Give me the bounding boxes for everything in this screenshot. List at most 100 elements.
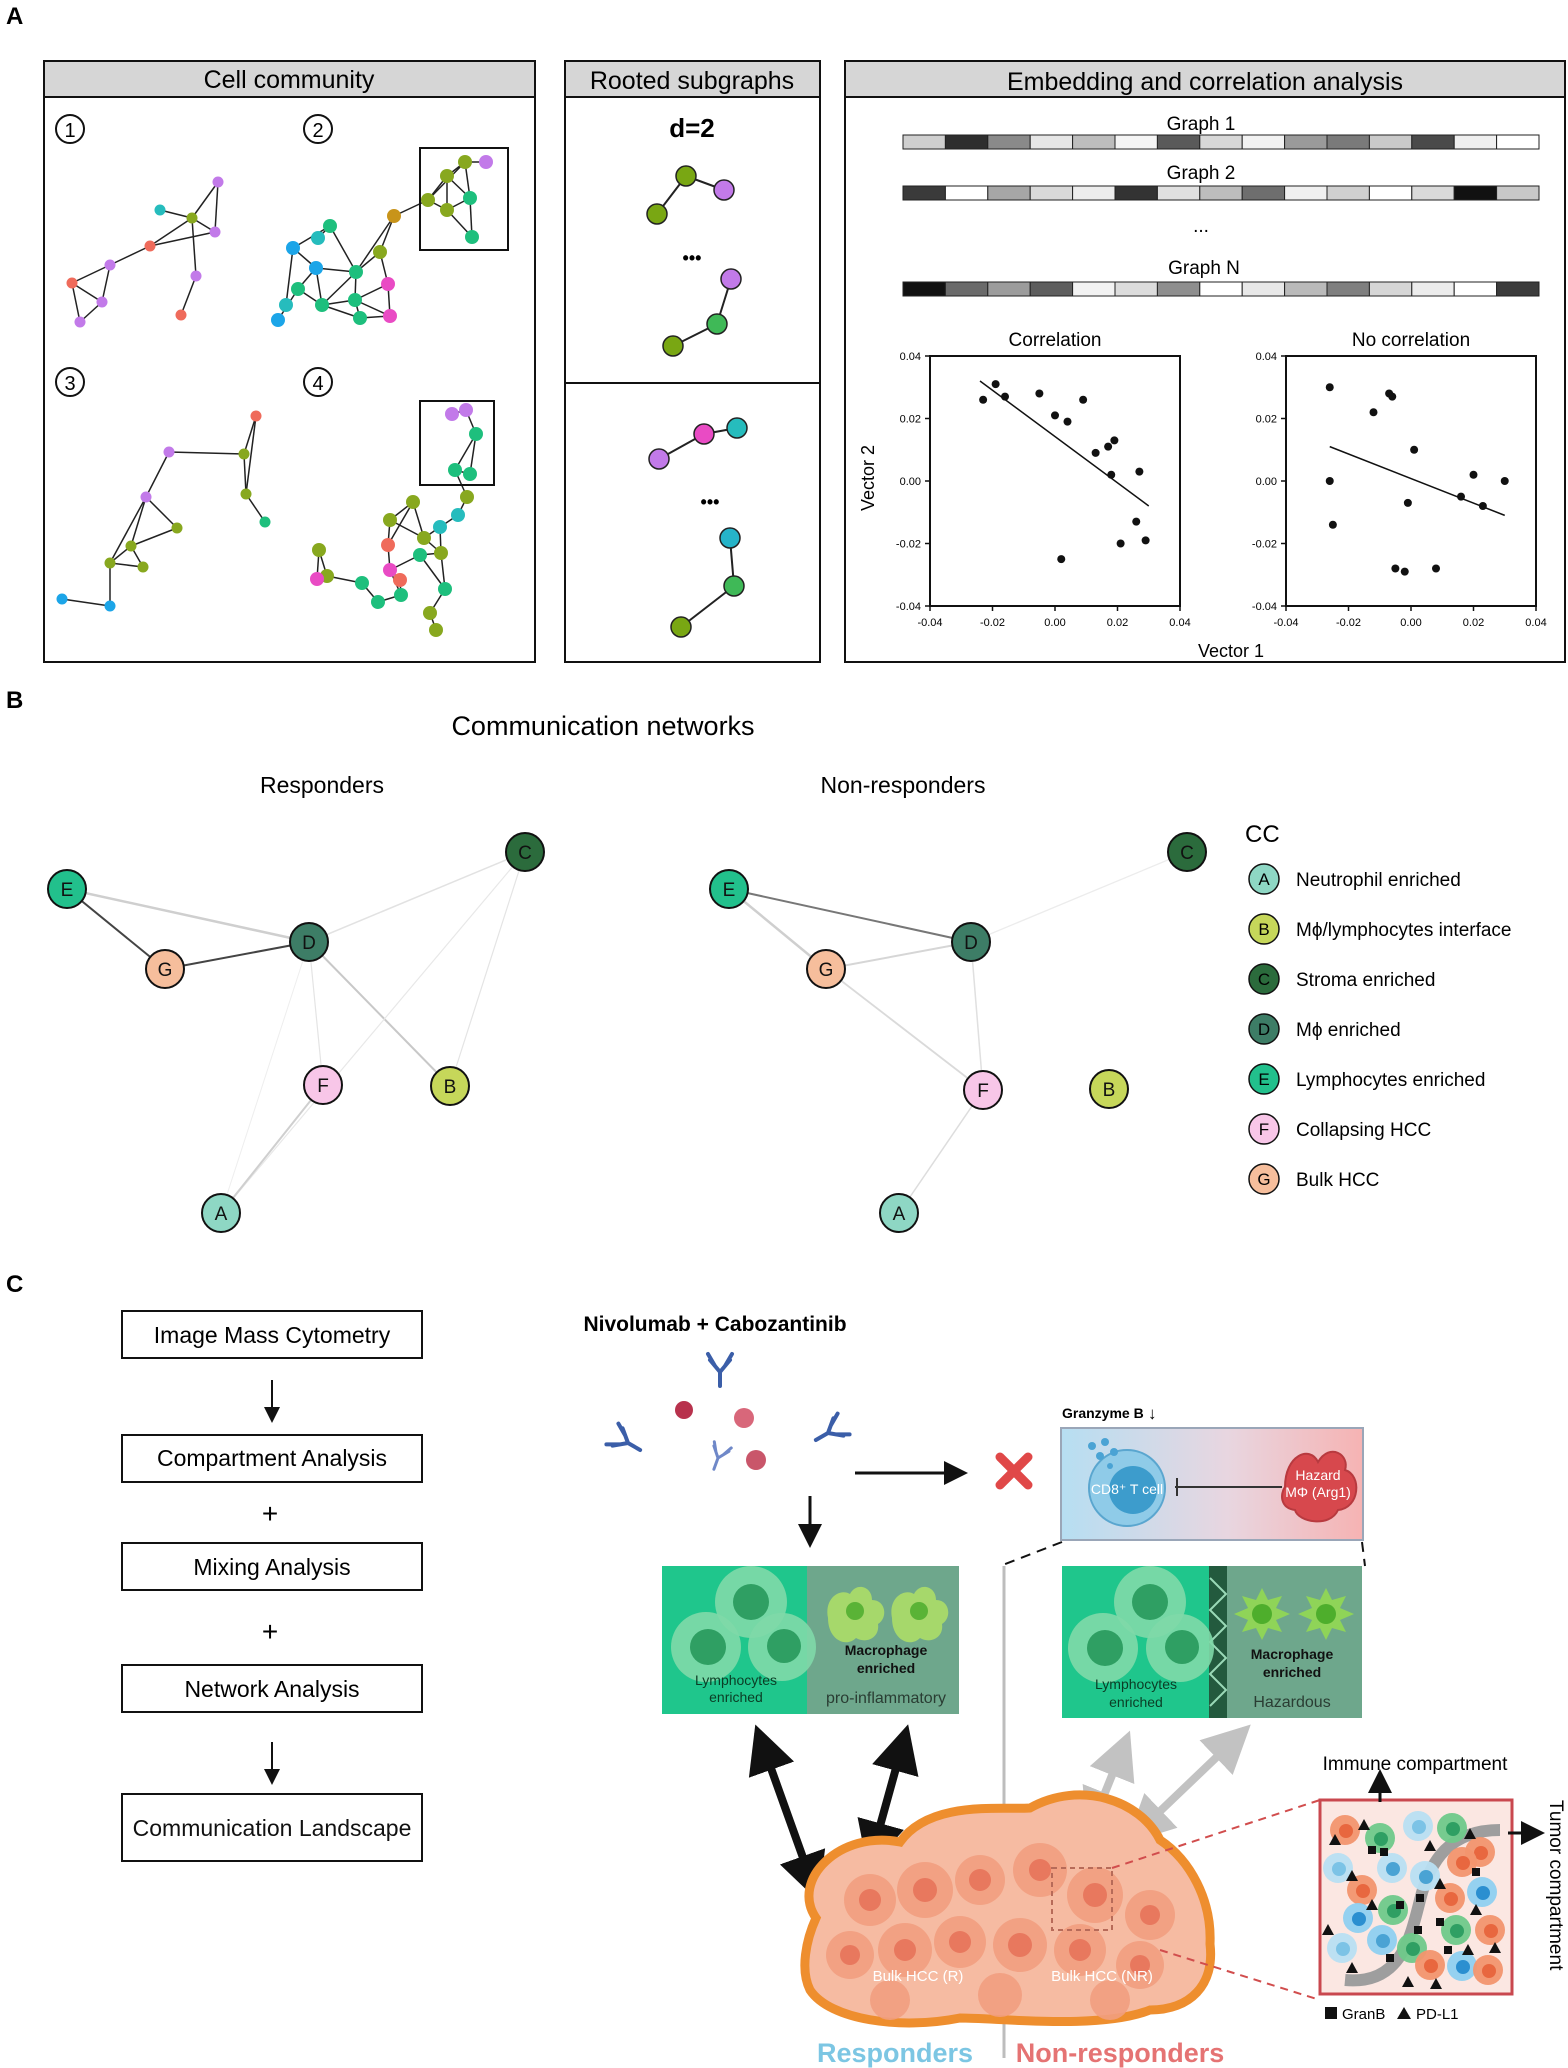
network-title: Communication networks <box>451 711 754 741</box>
ellipsis-top: ••• <box>683 248 702 268</box>
legend-key-f: F <box>1259 1120 1269 1139</box>
resp-macro-label: Macrophage enriched <box>844 1642 928 1676</box>
community-node <box>323 219 337 233</box>
hazard-label-bottom: MΦ (Arg1) <box>1285 1484 1351 1500</box>
rooted-subgraph-drawings <box>646 165 748 638</box>
node-label-f: F <box>317 1076 329 1097</box>
vector-cell <box>1368 134 1413 150</box>
granb-marker <box>1368 1846 1376 1854</box>
flow-step-network: Network Analysis <box>184 1676 359 1702</box>
legend-swatch-g <box>1248 1163 1280 1195</box>
vector-cell <box>1029 281 1074 297</box>
community-node <box>212 176 224 188</box>
inset-cell-nucleus <box>1456 1856 1470 1870</box>
scatter-point <box>1369 408 1378 417</box>
zoom-line-top <box>1111 1799 1321 1869</box>
drug-label: Nivolumab + Cabozantinib <box>583 1313 846 1336</box>
scatter-point <box>1328 520 1337 529</box>
community-edge <box>191 181 219 219</box>
network-edge <box>728 888 972 943</box>
node-d <box>289 922 329 962</box>
scatter-point <box>1432 564 1440 573</box>
community-edge <box>180 275 197 316</box>
community-node <box>171 522 183 534</box>
community-node <box>387 209 401 223</box>
zoom-dash-right <box>1361 1541 1366 1567</box>
chart-title: Correlation <box>1009 330 1102 351</box>
community-node <box>271 313 285 327</box>
scatter-point <box>1403 498 1412 507</box>
cd8-inhibition-box: CD8⁺ T cell Hazard MΦ (Arg1) <box>1060 1427 1364 1541</box>
flow-plus-1: + <box>262 1498 278 1529</box>
community-node <box>355 576 369 590</box>
granb-legend-label: GranB <box>1342 2006 1385 2023</box>
inset-cell-nucleus <box>1386 1862 1400 1876</box>
community-node <box>479 155 493 169</box>
network-edge <box>970 941 984 1091</box>
y-tick-label: -0.02 <box>1252 539 1277 551</box>
legend-swatch-e <box>1248 1063 1280 1095</box>
vector-cell <box>1496 134 1540 150</box>
vector-cell <box>1326 134 1370 150</box>
inset-cell-nucleus <box>1482 1964 1496 1978</box>
legend-key-b: B <box>1258 920 1269 939</box>
inset-cell-nucleus <box>1332 1862 1346 1876</box>
node-label-b: B <box>1103 1080 1116 1101</box>
x-tick-label: 0.00 <box>1400 617 1421 629</box>
bulk-hcc-r-label: Bulk HCC (R) <box>873 1968 964 1985</box>
node-b <box>1089 1069 1129 1109</box>
legend-label-e: Lymphocytes enriched <box>1296 1070 1485 1091</box>
community-node <box>250 410 262 422</box>
community-node <box>125 540 137 552</box>
community-node <box>406 495 420 509</box>
community-label-1: 1 <box>64 120 75 142</box>
non-responders-compartments: Lymphocytes enriched Macrophage enriched… <box>1062 1566 1362 1718</box>
community-node <box>381 538 395 552</box>
y-tick-label: 0.04 <box>1256 351 1277 363</box>
community-node <box>315 298 329 312</box>
x-tick-label: 0.00 <box>1044 617 1065 629</box>
scatter-point <box>1091 448 1100 457</box>
granb-marker <box>1380 1848 1388 1856</box>
community-node <box>440 203 454 217</box>
community-edge <box>109 245 151 266</box>
vector-cell <box>1284 185 1328 201</box>
x-tick-label: -0.02 <box>980 617 1005 629</box>
pdl1-legend-triangle <box>1397 2007 1411 2019</box>
legend-swatch-f <box>1248 1113 1280 1145</box>
responders-title: Responders <box>260 772 384 798</box>
node-g <box>806 949 846 989</box>
vector-cell <box>902 185 946 201</box>
vector-cell <box>1453 134 1498 150</box>
community-node <box>154 204 166 216</box>
tumor-compartment-label: Tumor compartment <box>1545 1800 1566 1971</box>
legend-title: CC <box>1245 821 1280 848</box>
vector-cell <box>987 134 1031 150</box>
community-node <box>175 309 187 321</box>
pdl1-marker <box>1424 1840 1436 1851</box>
node-c <box>505 832 545 872</box>
node-label-c: C <box>518 843 532 864</box>
inset-cell-nucleus <box>1376 1934 1390 1948</box>
legend-label-c: Stroma enriched <box>1296 970 1435 991</box>
community-node <box>104 600 116 612</box>
scatter-point <box>1063 417 1072 426</box>
community-node <box>96 296 108 308</box>
community-node <box>353 311 367 325</box>
network-edge <box>825 968 984 1091</box>
community-node <box>433 520 447 534</box>
inset-cell-nucleus <box>1456 1960 1470 1974</box>
community-node <box>383 513 397 527</box>
scatter-point <box>1141 536 1150 545</box>
subgraph-node <box>693 423 715 445</box>
network-edge <box>898 1089 984 1214</box>
community-node <box>209 226 221 238</box>
subgraph-node <box>720 268 742 290</box>
community-node <box>423 606 437 620</box>
community-label-2: 2 <box>312 120 323 142</box>
node-label-d: D <box>302 933 316 954</box>
embedding-title: Embedding and correlation analysis <box>1007 68 1403 96</box>
node-label-f: F <box>977 1081 989 1102</box>
community-edge <box>145 451 170 498</box>
